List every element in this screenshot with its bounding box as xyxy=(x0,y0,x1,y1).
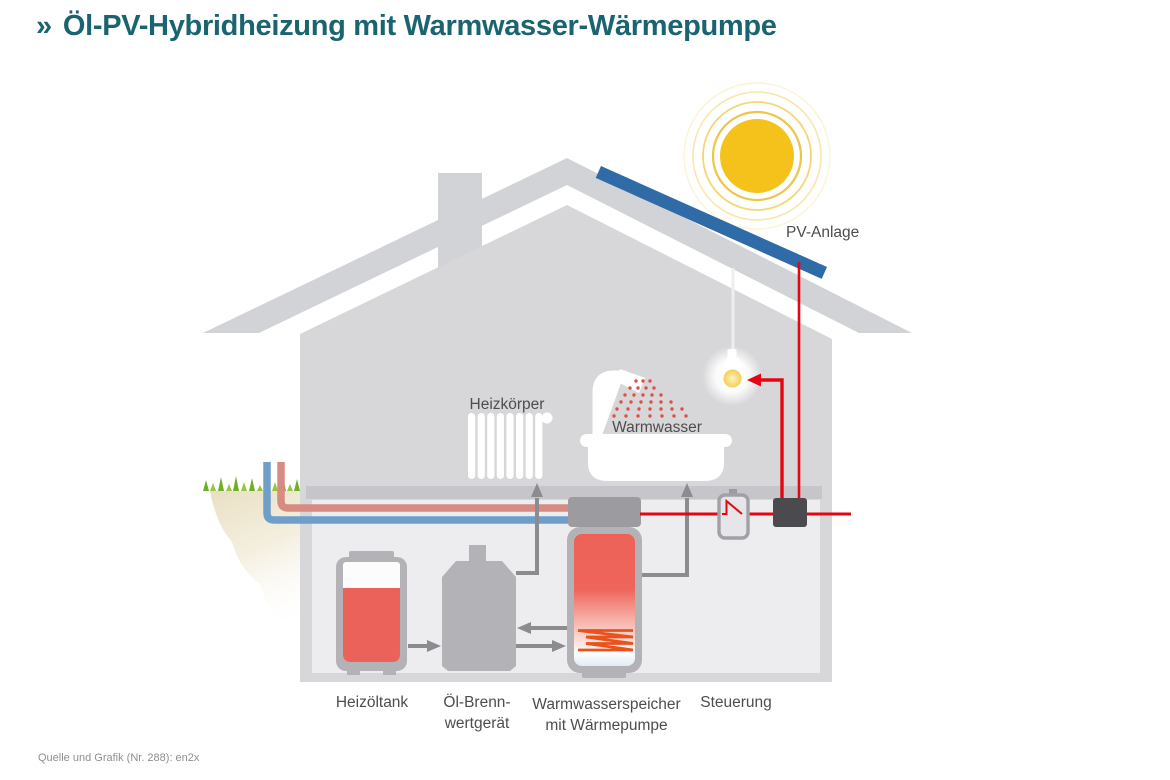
boiler-label-line2: wertgerät xyxy=(444,715,510,732)
storage-label-line2: mit Wärmepumpe xyxy=(545,717,668,734)
heating-arrowheads xyxy=(427,483,693,652)
heat-pump-unit xyxy=(568,497,641,527)
heating-arrows xyxy=(408,498,689,648)
boiler-icon xyxy=(442,545,516,671)
hot-water-label: Warmwasser xyxy=(612,419,702,436)
storage-tank-icon xyxy=(567,497,642,678)
bulb-feed-arrowhead xyxy=(747,373,761,387)
warm-pipe xyxy=(277,462,572,512)
title-text: Öl-PV-Hybridheizung mit Warmwasser-Wärme… xyxy=(62,10,777,42)
oil-tank-label: Heizöltank xyxy=(335,694,409,711)
meter-pulse xyxy=(722,498,743,515)
control-label: Steuerung xyxy=(700,694,772,711)
sun-icon xyxy=(683,82,831,230)
radiator-valve xyxy=(541,412,553,424)
pipes xyxy=(263,462,572,524)
soil xyxy=(210,491,308,655)
roof xyxy=(203,158,912,333)
storage-label-line1: Warmwasserspeicher xyxy=(532,696,681,713)
boiler-label-line1: Öl-Brenn- xyxy=(443,694,511,711)
control-unit xyxy=(773,498,807,527)
floor-slab xyxy=(306,486,822,499)
oil-tank-icon xyxy=(336,551,407,675)
pv-label: PV-Anlage xyxy=(786,224,860,241)
shower-spray xyxy=(612,379,688,418)
power-meter-icon xyxy=(717,489,750,540)
title-marker: » xyxy=(36,10,52,42)
source-note: Quelle und Grafik (Nr. 288): en2x xyxy=(38,752,200,764)
light-bulb-icon xyxy=(702,268,762,406)
cold-pipe xyxy=(263,462,572,524)
page-title: » Öl-PV-Hybridheizung mit Warmwasser-Wärm… xyxy=(36,10,777,43)
heating-coil xyxy=(577,629,634,652)
bulb-feed-line xyxy=(760,378,784,500)
storage-label: Warmwasserspeicher mit Wärmepumpe xyxy=(524,694,689,736)
radiator-icon xyxy=(468,412,553,479)
grass xyxy=(203,476,300,491)
radiator-label: Heizkörper xyxy=(469,396,545,413)
pv-panel xyxy=(595,166,827,279)
bathtub-icon xyxy=(580,369,732,481)
boiler-label: Öl-Brenn- wertgerät xyxy=(397,692,557,734)
